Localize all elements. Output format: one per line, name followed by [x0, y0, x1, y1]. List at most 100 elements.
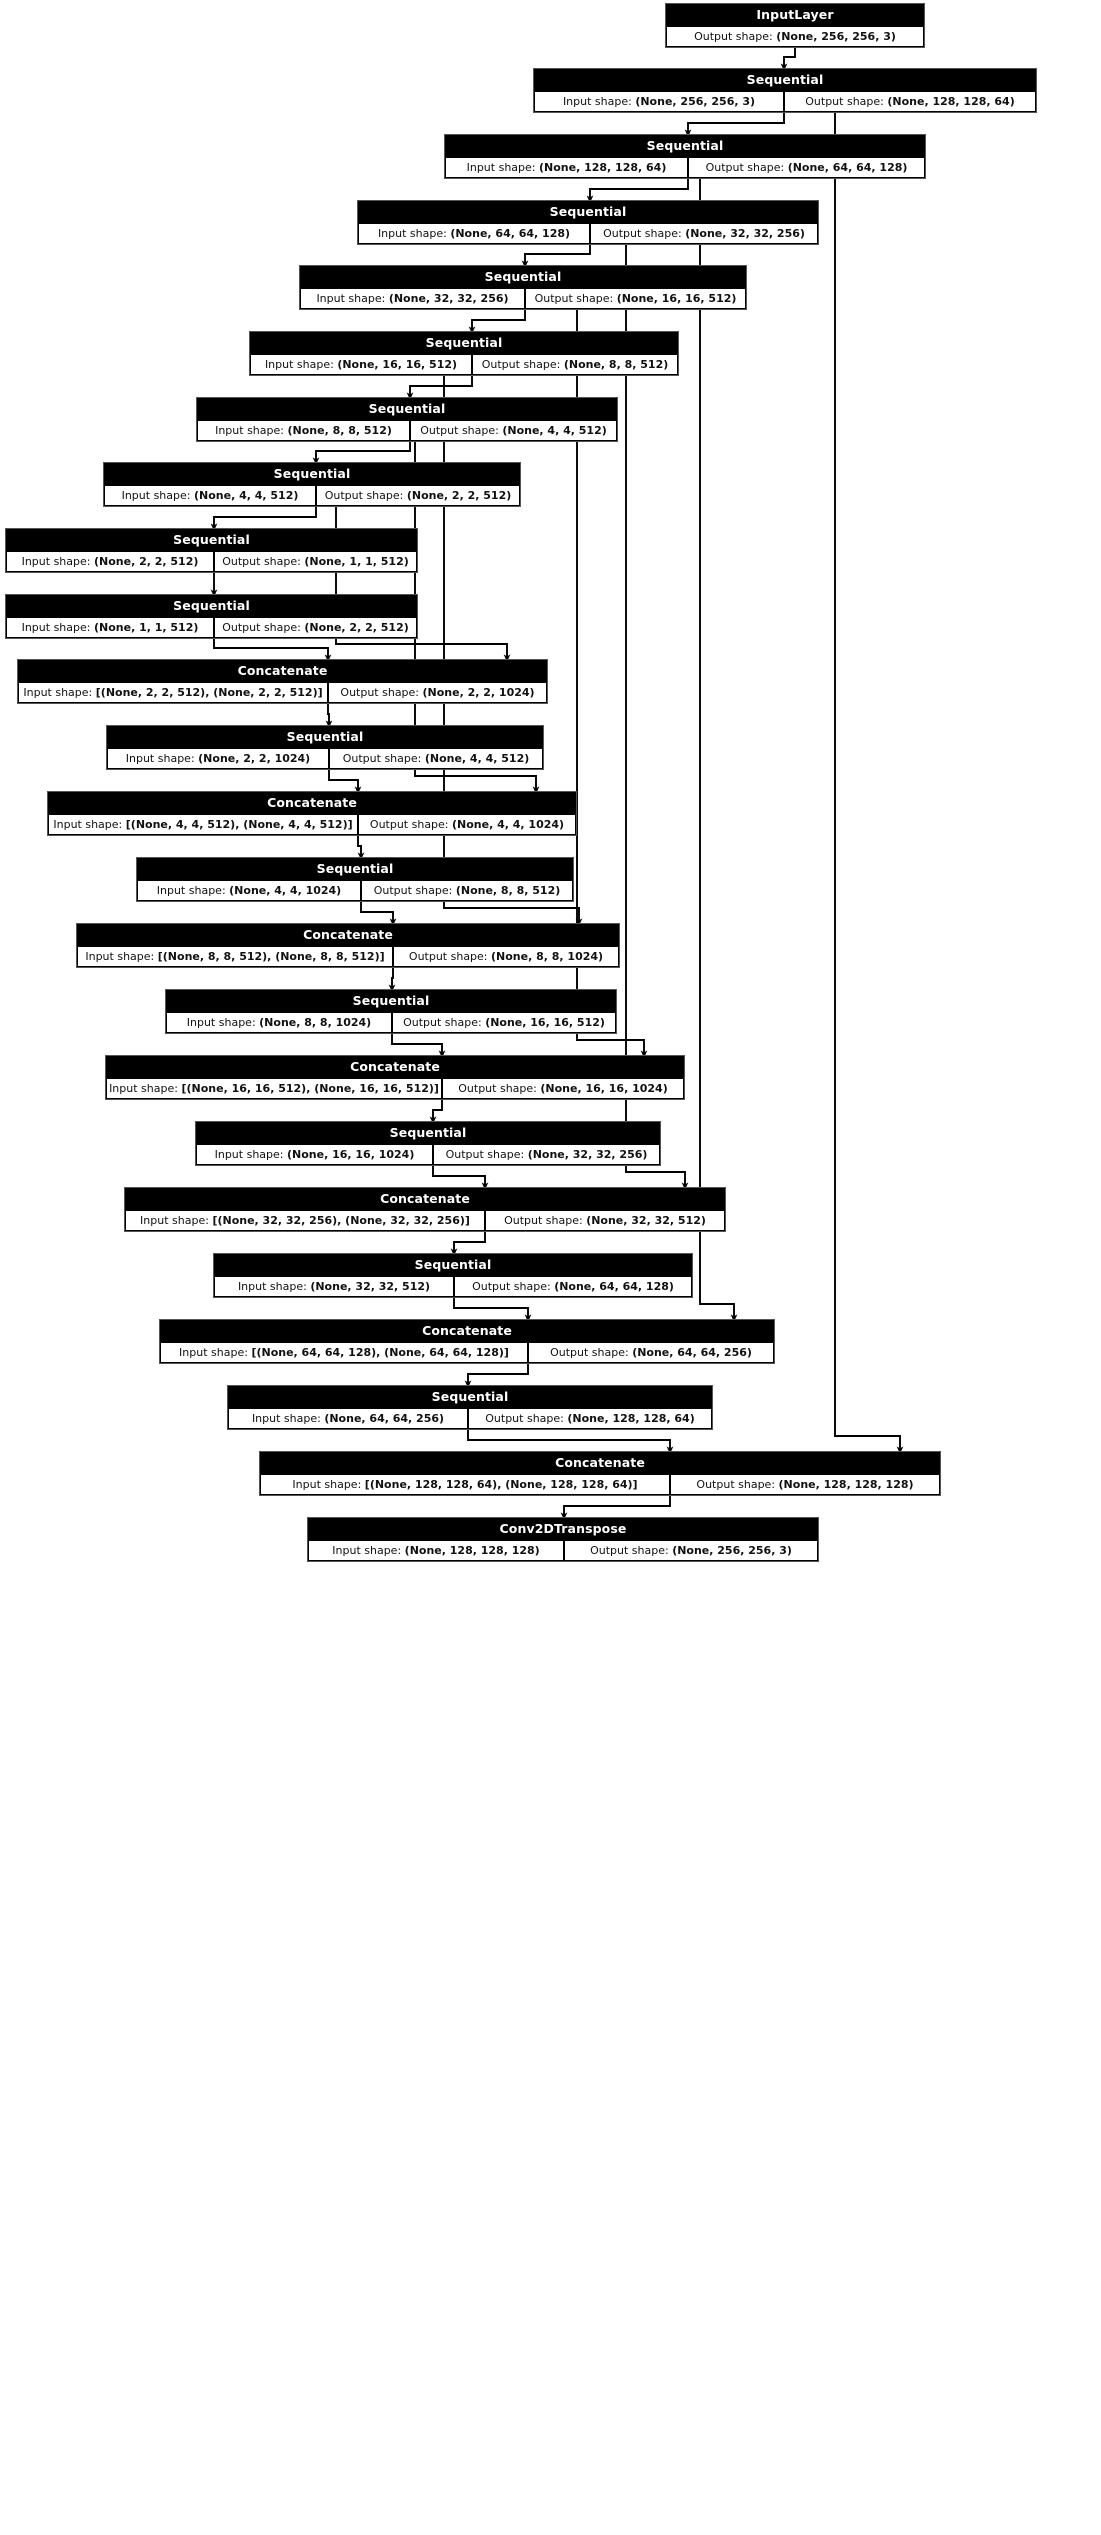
- node-type-label: Sequential: [534, 69, 1036, 91]
- input-shape-cell-label: Input shape:: [264, 358, 334, 371]
- node-shape-row: Input shape: [(None, 32, 32, 256), (None…: [125, 1210, 725, 1231]
- output-shape-cell: Output shape: (None, 1, 1, 512): [214, 551, 417, 572]
- output-shape-cell: Output shape: (None, 4, 4, 512): [410, 420, 617, 441]
- output-shape-cell-value: (None, 4, 4, 512): [424, 752, 530, 765]
- node-type-label: Sequential: [104, 463, 520, 485]
- edge-main: [429, 1099, 443, 1124]
- output-shape-cell: Output shape: (None, 64, 64, 128): [454, 1276, 692, 1297]
- input-shape-cell-label: Input shape:: [332, 1544, 402, 1557]
- output-shape-cell-label: Output shape:: [342, 752, 422, 765]
- input-shape-cell-value: (None, 32, 32, 512): [310, 1280, 431, 1293]
- output-shape-cell-value: (None, 8, 8, 512): [563, 358, 669, 371]
- output-shape-cell: Output shape: (None, 16, 16, 512): [392, 1012, 616, 1033]
- edge-main: [780, 47, 796, 71]
- input-shape-cell-label: Input shape:: [140, 1214, 209, 1227]
- output-shape-cell-label: Output shape:: [603, 227, 682, 240]
- node-shape-row: Input shape: (None, 32, 32, 512) Output s…: [214, 1276, 692, 1297]
- input-shape-cell: Input shape: (None, 8, 8, 512): [197, 420, 410, 441]
- node-type-label: Sequential: [358, 201, 818, 223]
- node-shape-row: Input shape: [(None, 128, 128, 64), (Non…: [260, 1474, 940, 1495]
- input-shape-cell-label: Input shape:: [316, 292, 386, 305]
- output-shape-cell-value: (None, 1, 1, 512): [304, 555, 409, 568]
- output-shape-cell: Output shape: (None, 32, 32, 256): [433, 1144, 660, 1165]
- output-shape-cell-label: Output shape:: [705, 161, 785, 174]
- output-shape-cell-value: (None, 256, 256, 3): [776, 30, 896, 43]
- input-shape-cell-label: Input shape:: [292, 1478, 362, 1491]
- output-shape-cell: Output shape: (None, 4, 4, 1024): [358, 814, 576, 835]
- input-shape-cell-value: (None, 1, 1, 512): [93, 621, 199, 634]
- output-shape-cell-label: Output shape:: [408, 950, 488, 963]
- edge-main: [684, 112, 785, 137]
- output-shape-cell: Output shape: (None, 16, 16, 512): [525, 288, 746, 309]
- output-shape-cell-label: Output shape:: [222, 621, 301, 634]
- output-shape-cell-value: (None, 2, 2, 512): [304, 621, 409, 634]
- input-shape-cell-value: (None, 32, 32, 256): [388, 292, 509, 305]
- input-shape-cell-label: Input shape:: [377, 227, 447, 240]
- input-shape-cell-value: [(None, 32, 32, 256), (None, 32, 32, 256…: [212, 1214, 470, 1227]
- node-shape-row: Input shape: (None, 32, 32, 256)Output s…: [300, 288, 746, 309]
- input-shape-cell-label: Input shape:: [466, 161, 536, 174]
- edge-skip: [625, 243, 818, 1190]
- output-shape-cell-label: Output shape:: [472, 1280, 551, 1293]
- input-shape-cell-value: [(None, 16, 16, 512), (None, 16, 16, 512…: [181, 1082, 439, 1095]
- output-shape-cell-label: Output shape:: [590, 1544, 669, 1557]
- input-shape-cell: Input shape: [(None, 32, 32, 256), (None…: [125, 1210, 485, 1231]
- output-shape-cell: Output shape: (None, 32, 32, 512): [485, 1210, 725, 1231]
- output-shape-cell-value: (None, 16, 16, 512): [485, 1016, 605, 1029]
- input-shape-cell-label: Input shape:: [121, 489, 191, 502]
- output-shape-cell: Output shape: (None, 64, 64, 128): [688, 157, 925, 178]
- input-shape-cell: Input shape: (None, 16, 16, 1024): [196, 1144, 433, 1165]
- node-type-label: Concatenate: [260, 1452, 940, 1474]
- node-type-label: Conv2DTranspose: [308, 1518, 818, 1540]
- output-shape-cell-value: (None, 32, 32, 256): [527, 1148, 648, 1161]
- node-type-label: Sequential: [250, 332, 678, 354]
- node-shape-row: Input shape: (None, 8, 8, 512)Output sha…: [197, 420, 617, 441]
- input-shape-cell-value: (None, 128, 128, 64): [539, 161, 667, 174]
- node-shape-row: Input shape: (None, 2, 2, 512)Output sha…: [6, 551, 417, 572]
- output-shape-cell: Output shape: (None, 64, 64, 256): [528, 1342, 774, 1363]
- node-shape-row: Input shape: (None, 64, 64, 256)Output s…: [228, 1408, 712, 1429]
- output-shape-cell-label: Output shape:: [485, 1412, 564, 1425]
- node-shape-row: Input shape: (None, 4, 4, 512)Output sha…: [104, 485, 520, 506]
- output-shape-cell: Output shape: (None, 8, 8, 512): [361, 880, 573, 901]
- input-shape-cell-label: Input shape:: [237, 1280, 307, 1293]
- output-shape-cell-label: Output shape:: [696, 1478, 776, 1491]
- input-shape-cell-label: Input shape:: [125, 752, 195, 765]
- edge-skip: [834, 111, 1036, 1454]
- input-shape-cell: Input shape: (None, 32, 32, 256): [300, 288, 525, 309]
- output-shape-cell-value: (None, 8, 8, 512): [455, 884, 561, 897]
- node-shape-row: Input shape: (None, 16, 16, 1024)Output …: [196, 1144, 660, 1165]
- output-shape-cell-value: (None, 128, 128, 128): [778, 1478, 914, 1491]
- output-shape-cell-value: (None, 2, 2, 512): [406, 489, 512, 502]
- output-shape-cell: Output shape: (None, 128, 128, 128): [670, 1474, 940, 1495]
- output-shape-cell: Output shape: (None, 2, 2, 1024): [328, 682, 547, 703]
- input-shape-cell-value: [(None, 8, 8, 512), (None, 8, 8, 512)]: [157, 950, 385, 963]
- output-shape-cell-value: (None, 8, 8, 1024): [491, 950, 604, 963]
- node-type-label: Sequential: [445, 135, 925, 157]
- input-shape-cell-value: (None, 4, 4, 512): [193, 489, 299, 502]
- output-shape-cell-label: Output shape:: [481, 358, 561, 371]
- input-shape-cell-value: (None, 128, 128, 128): [404, 1544, 540, 1557]
- edge-main: [406, 375, 473, 400]
- input-shape-cell-label: Input shape:: [23, 686, 93, 699]
- input-shape-cell-label: Input shape:: [156, 884, 226, 897]
- edge-main: [388, 967, 396, 992]
- input-shape-cell-label: Input shape:: [21, 555, 91, 568]
- input-shape-cell-label: Input shape:: [109, 1082, 178, 1095]
- input-shape-cell: Input shape: (None, 128, 128, 64): [445, 157, 688, 178]
- input-shape-cell: Input shape: [(None, 16, 16, 512), (None…: [106, 1078, 442, 1099]
